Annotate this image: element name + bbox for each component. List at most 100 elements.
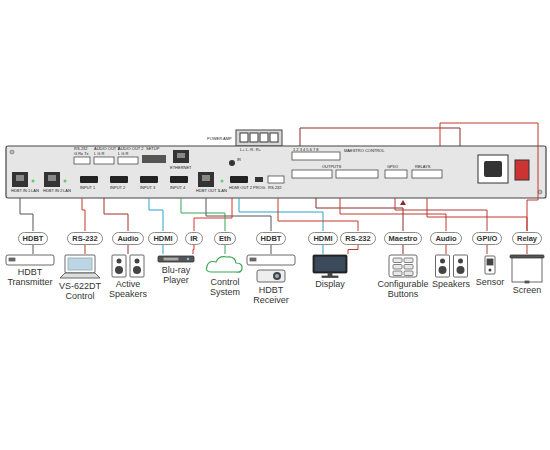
panel-label: LAN bbox=[31, 189, 39, 193]
connection-tag: Eth bbox=[214, 232, 236, 245]
panel-part bbox=[385, 170, 407, 178]
device-label: Active Speakers bbox=[105, 280, 151, 300]
panel-part bbox=[94, 157, 114, 164]
panel-label: SETUP bbox=[146, 147, 159, 151]
panel-label: HDMI OUT 2 bbox=[229, 186, 252, 190]
cable-line bbox=[526, 245, 527, 254]
panel-part bbox=[440, 123, 538, 146]
connection-tag: Audio bbox=[112, 232, 143, 245]
connection-tag: RS-232 bbox=[67, 232, 102, 245]
device-label: HDBT Receiver bbox=[245, 286, 297, 306]
connection-tag: HDMI bbox=[308, 232, 337, 245]
tag-text: HDMI bbox=[313, 234, 332, 243]
panel-label: G Rx Tx bbox=[74, 152, 89, 156]
panel-part bbox=[82, 198, 85, 231]
panel-part bbox=[20, 198, 33, 231]
panel-part bbox=[6, 146, 546, 198]
panel-label: 1 2 3 4 5 6 7 8 bbox=[293, 148, 319, 152]
cable-line bbox=[348, 245, 358, 254]
connection-tag: HDMI bbox=[148, 232, 177, 245]
tag-text: HDBT bbox=[23, 234, 44, 243]
panel-part bbox=[527, 146, 538, 231]
tag-text: Relay bbox=[517, 234, 537, 243]
panel-label: POWER AMP bbox=[207, 137, 232, 141]
cable-line bbox=[162, 245, 163, 254]
device-label: Control System bbox=[204, 278, 246, 298]
tag-text: GPI/O bbox=[477, 234, 498, 243]
panel-label: INPUT 2 bbox=[110, 186, 125, 190]
device-icon bbox=[204, 254, 246, 276]
panel-label: HDBT IN 1 bbox=[11, 189, 30, 193]
device-icon bbox=[473, 254, 507, 276]
connection-tag: HDBT bbox=[256, 232, 287, 245]
panel-part bbox=[400, 200, 406, 205]
cable-line bbox=[446, 245, 447, 254]
tag-text: Eth bbox=[219, 234, 231, 243]
device-icon bbox=[308, 254, 352, 278]
device-icon bbox=[375, 254, 431, 278]
cable-line bbox=[322, 245, 323, 254]
panel-label: INPUT 3 bbox=[140, 186, 155, 190]
device-node: HDBT Transmitter bbox=[4, 254, 56, 288]
panel-part bbox=[32, 180, 35, 183]
panel-part bbox=[110, 176, 128, 183]
panel-part bbox=[10, 150, 14, 154]
panel-part bbox=[221, 180, 224, 183]
panel-part bbox=[44, 172, 60, 187]
connection-tag: RS-232 bbox=[340, 232, 375, 245]
tag-text: RS-232 bbox=[72, 234, 97, 243]
panel-label: INPUT 4 bbox=[170, 186, 185, 190]
panel-label: L G R bbox=[118, 152, 128, 156]
panel-part bbox=[142, 155, 166, 163]
panel-label: L+ L- R- R+ bbox=[240, 148, 261, 152]
connection-tag: GPI/O bbox=[472, 232, 503, 245]
panel-part bbox=[484, 161, 502, 177]
device-node: Speakers bbox=[431, 254, 472, 290]
device-node: Control System bbox=[204, 254, 246, 298]
connection-tag: Audio bbox=[430, 232, 461, 245]
cable-line bbox=[128, 245, 129, 254]
panel-part bbox=[292, 170, 332, 178]
panel-part bbox=[118, 157, 138, 164]
panel-part bbox=[80, 176, 98, 183]
device-label: Screen bbox=[513, 286, 542, 296]
cable-line bbox=[271, 245, 272, 254]
panel-part bbox=[74, 157, 90, 164]
panel-label: MAESTRO CONTROL bbox=[344, 149, 384, 153]
device-label: VS-622DT Control bbox=[54, 282, 106, 302]
panel-label: HDBT OUT 1 bbox=[196, 189, 220, 193]
panel-part bbox=[268, 176, 284, 183]
panel-part bbox=[260, 133, 268, 142]
panel-part bbox=[538, 190, 542, 194]
tag-text: HDMI bbox=[153, 234, 172, 243]
panel-part bbox=[181, 198, 225, 231]
tag-text: Maestro bbox=[389, 234, 418, 243]
device-icon bbox=[509, 254, 545, 284]
device-icon bbox=[4, 254, 56, 266]
panel-part bbox=[198, 172, 214, 187]
tag-text: Audio bbox=[117, 234, 138, 243]
device-icon bbox=[431, 254, 472, 278]
device-icon bbox=[155, 254, 197, 264]
device-node: Blu-ray Player bbox=[155, 254, 197, 286]
device-label: Blu-ray Player bbox=[155, 266, 197, 286]
panel-part bbox=[230, 176, 248, 183]
device-node: Sensor bbox=[473, 254, 507, 288]
cable-line bbox=[193, 245, 194, 254]
panel-label: OUTPUTS bbox=[322, 165, 341, 169]
tag-text: RS-232 bbox=[345, 234, 370, 243]
panel-label: IR bbox=[237, 158, 241, 162]
panel-part bbox=[395, 198, 487, 231]
panel-part bbox=[292, 152, 340, 160]
tag-text: HDBT bbox=[261, 234, 282, 243]
tag-text: Audio bbox=[435, 234, 456, 243]
device-label: Configurable Buttons bbox=[375, 280, 431, 300]
device-label: Display bbox=[315, 280, 345, 290]
device-label: Sensor bbox=[476, 278, 505, 288]
connection-tag: Relay bbox=[512, 232, 542, 245]
cable-line bbox=[402, 245, 403, 254]
panel-part bbox=[240, 133, 248, 142]
panel-part bbox=[300, 128, 460, 146]
